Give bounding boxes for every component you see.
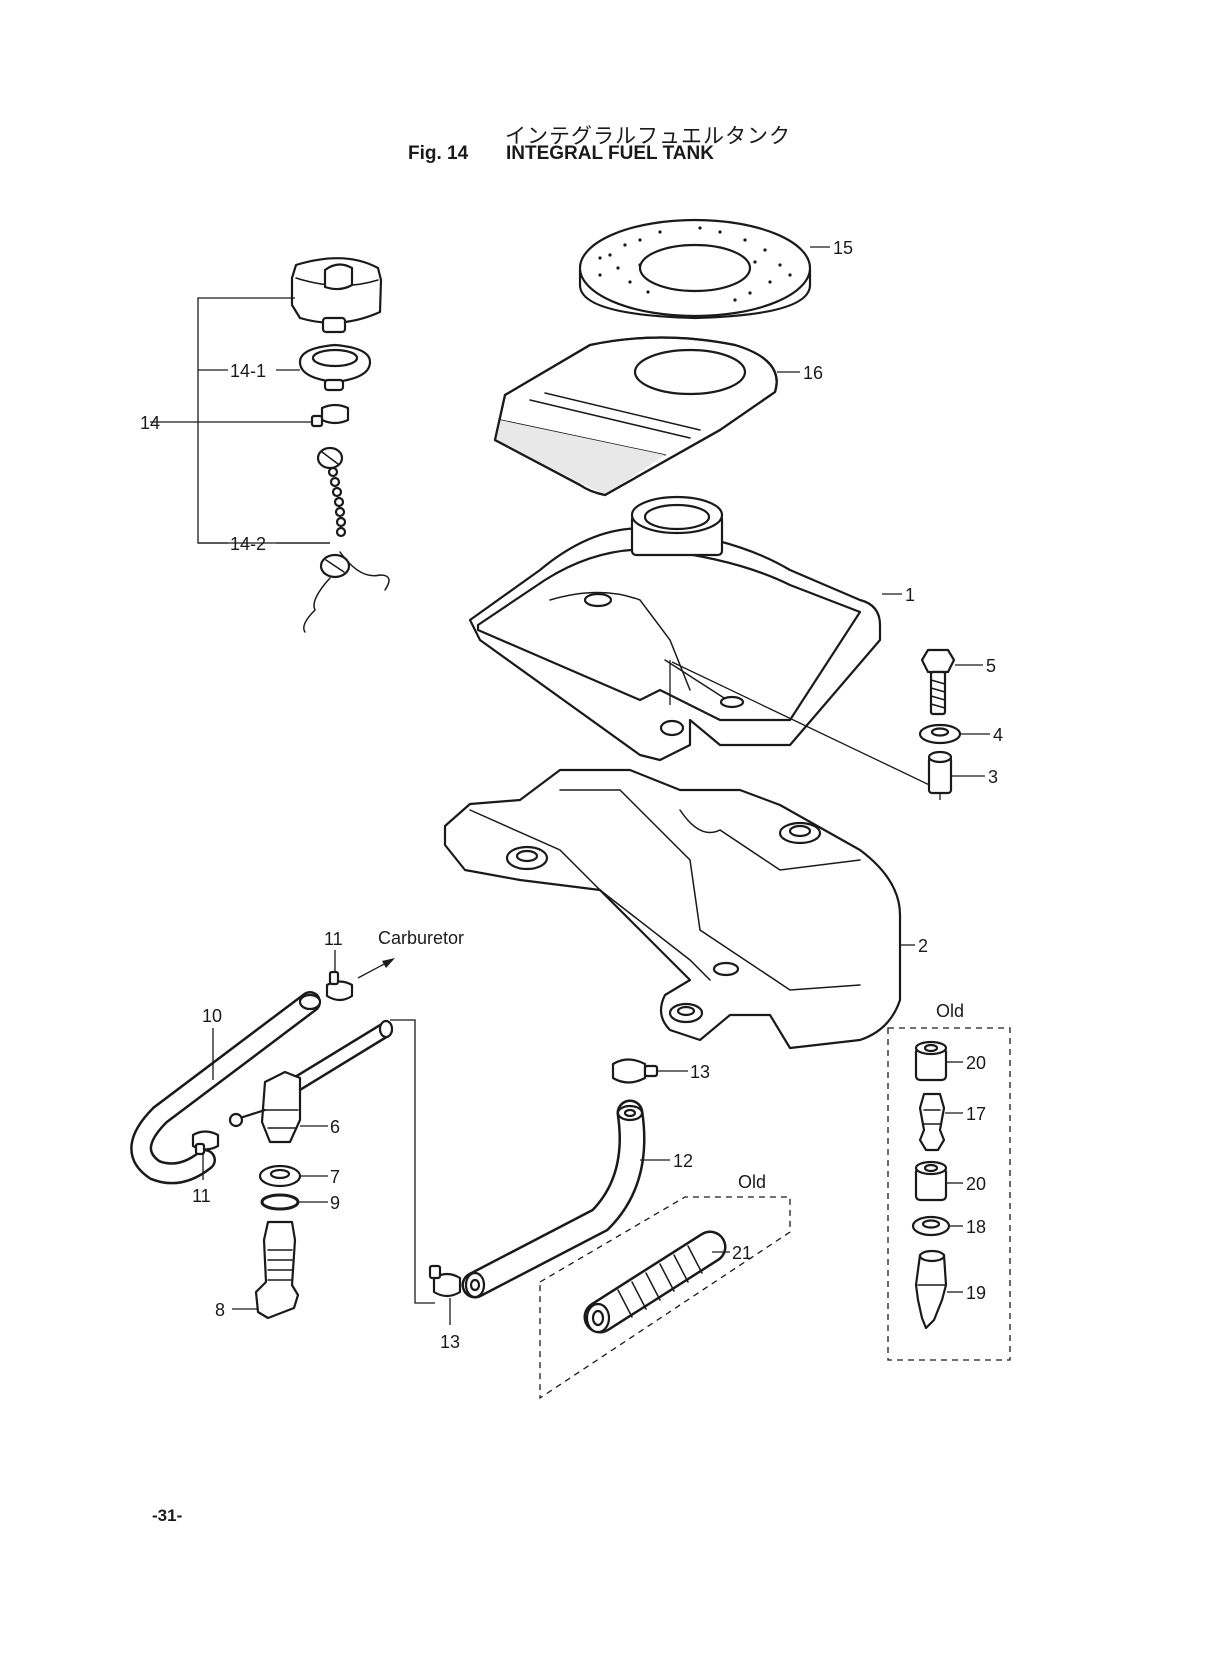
callout-2: 2 [918,936,928,956]
part-9-o-ring[interactable] [260,1193,300,1211]
old-parts-dashed-box [887,1027,1011,1361]
old-label-parts: Old [936,1001,964,1021]
callout-13-upper: 13 [690,1062,710,1082]
figure-number: Fig. 14 [408,143,469,164]
part-2-fuel-tank-lower[interactable] [443,768,902,1050]
old-label-hose: Old [738,1172,766,1192]
cord-chain-links [327,466,347,538]
old-hose-dashed-box [539,1196,791,1400]
part-10-fuel-hose[interactable] [130,991,322,1185]
part-20-grommet-lower[interactable] [914,1160,948,1202]
callout-16: 16 [803,363,823,383]
part-14-clip[interactable] [310,403,350,428]
callout-7: 7 [330,1167,340,1187]
callout-1: 1 [905,585,915,605]
part-15-filter-ring[interactable] [578,218,812,320]
callout-11-upper: 11 [324,929,343,949]
part-13-hose-clamp-upper[interactable] [611,1058,659,1084]
part-12-fuel-pipe[interactable] [461,1099,646,1299]
part-8-fuel-strainer[interactable] [254,1220,300,1320]
callout-14-2: 14-2 [230,534,266,554]
part-17-strainer-old[interactable] [918,1092,946,1152]
callout-13-lower: 13 [440,1332,460,1352]
carburetor-arrow-icon [357,958,395,979]
callout-21: 21 [732,1243,752,1263]
callout-15: 15 [833,238,853,258]
part-5-bolt[interactable] [920,648,956,716]
part-14-fuel-cap[interactable] [290,257,383,334]
part-14-2-retainer-cord[interactable] [303,446,390,633]
part-20-grommet-upper[interactable] [914,1040,948,1082]
callout-6: 6 [330,1117,340,1137]
callout-18: 18 [966,1217,986,1237]
carburetor-label: Carburetor [378,928,464,948]
callout-9: 9 [330,1193,340,1213]
part-18-washer-old[interactable] [911,1215,951,1237]
part-6-fuel-cock[interactable] [228,1019,394,1144]
part-4-washer[interactable] [918,723,962,745]
filter-pores [598,226,792,302]
figure-title: INTEGRAL FUEL TANK [506,143,714,164]
callout-4: 4 [993,725,1003,745]
part-1-fuel-tank-upper[interactable] [468,495,882,762]
callout-12: 12 [673,1151,693,1171]
callout-14-1: 14-1 [230,361,266,381]
part-3-collar[interactable] [927,750,953,795]
page-number: -31- [152,1506,183,1525]
callout-20-lower: 20 [966,1174,986,1194]
part-11-hose-clamp-lower[interactable] [191,1130,220,1156]
part-13-hose-clamp-lower[interactable] [428,1264,462,1298]
callout-19: 19 [966,1283,986,1303]
callout-11-lower: 11 [192,1186,211,1206]
callout-20-upper: 20 [966,1053,986,1073]
title-japanese: インテグラルフュエルタンク [505,124,791,148]
part-21-old-hose[interactable] [583,1230,727,1334]
part-11-hose-clamp-upper[interactable] [325,970,354,1002]
callout-8: 8 [215,1300,225,1320]
callout-14: 14 [140,413,160,433]
callout-5: 5 [986,656,996,676]
part-7-seal[interactable] [258,1164,302,1188]
callout-10: 10 [202,1006,222,1026]
callout-17: 17 [966,1104,986,1124]
part-19-fitting-old[interactable] [914,1249,948,1330]
part-14-1-cap-gasket[interactable] [298,343,372,392]
callout-3: 3 [988,767,998,787]
part-16-gasket-sheet[interactable] [493,336,778,497]
